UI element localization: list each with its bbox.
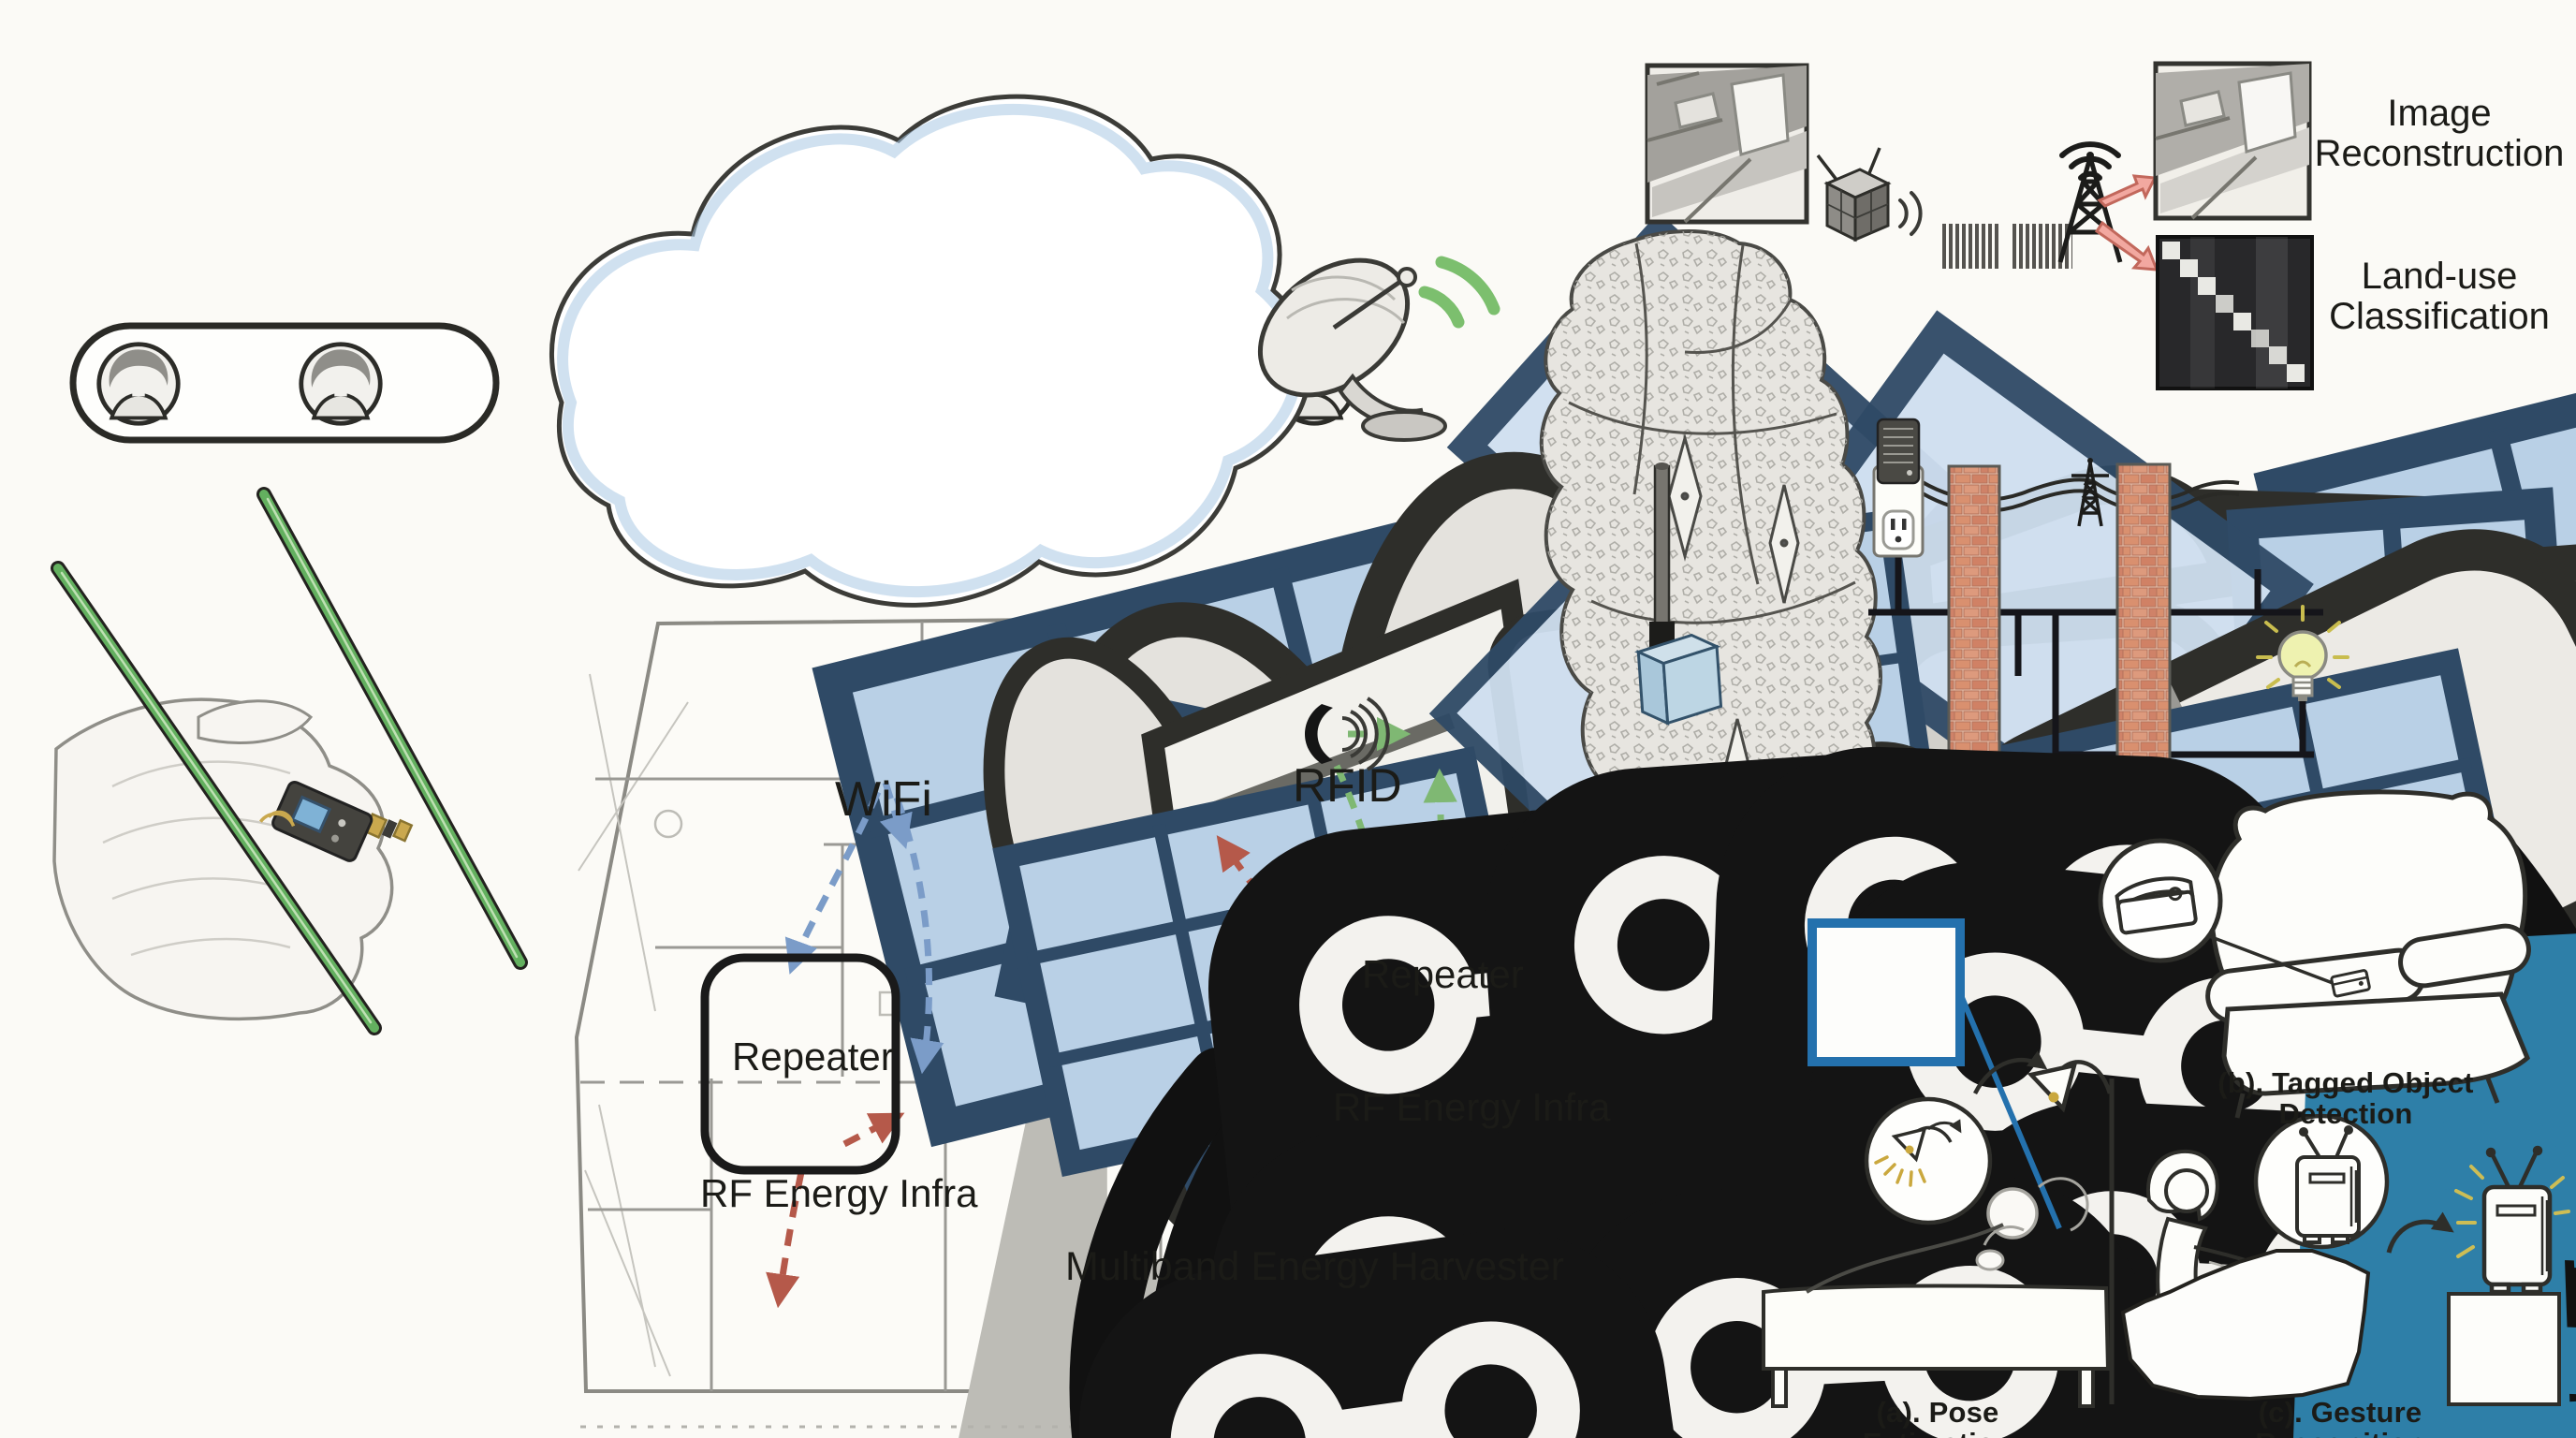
lamp-inset-circle bbox=[1864, 1096, 1993, 1225]
outlet-with-adapter bbox=[1872, 418, 1925, 558]
rfid-reader-icon bbox=[1305, 697, 1390, 771]
wallet-on-seat bbox=[2330, 969, 2371, 998]
rfid-label: RFID bbox=[1293, 759, 1402, 812]
power-bus-wires bbox=[1868, 554, 2323, 758]
landuse-line1: Land-use bbox=[2361, 256, 2518, 297]
dipole-rod bbox=[256, 487, 528, 970]
pose-estimation-scene bbox=[1762, 918, 2576, 1438]
sensor-pcb-device bbox=[258, 780, 414, 862]
tower-output-arrows bbox=[2094, 174, 2159, 271]
signal-burst-icon bbox=[1942, 224, 2072, 269]
radio-tower-icon bbox=[2057, 141, 2123, 263]
power-tower-icon bbox=[2071, 458, 2109, 527]
bed bbox=[1762, 1078, 2115, 1408]
image-reconstruction-line1: Image bbox=[2387, 93, 2492, 134]
lamp-motion-arrow bbox=[1972, 1050, 2048, 1095]
cubesat-icon bbox=[1816, 147, 1923, 242]
dipole-rod bbox=[51, 561, 382, 1035]
avatar bbox=[99, 345, 178, 423]
multiband-harvester-label: Multiband Energy Harvester bbox=[1065, 1244, 1564, 1289]
image-reconstruction-label: Image Reconstruction bbox=[2312, 93, 2567, 175]
floorplan-devices bbox=[700, 697, 2576, 1438]
gesture-recognition-scene bbox=[2120, 1113, 2570, 1406]
smart-mat bbox=[2120, 1249, 2371, 1401]
app-gesture-label: (c). Gesture Recognition bbox=[2255, 1396, 2424, 1438]
terrain-antenna bbox=[1634, 462, 1723, 726]
wallet-magnifier-inset bbox=[2098, 838, 2334, 985]
landuse-line2: Classification bbox=[2329, 296, 2550, 338]
terrain-fold-lines bbox=[1568, 242, 1856, 794]
tagged-object-scene bbox=[2098, 789, 2531, 1119]
controlled-tv bbox=[2447, 1145, 2570, 1406]
landuse-classification-label: Land-use Classification bbox=[2312, 256, 2567, 338]
ground-dish-icon bbox=[1257, 256, 1500, 442]
landuse-matrix-thumbnail bbox=[2156, 235, 2314, 390]
wifi-energy-links bbox=[784, 781, 944, 1075]
app-tagged-label: (b). Tagged Object Detection bbox=[2217, 1066, 2474, 1131]
hand-antenna-device bbox=[51, 487, 528, 1035]
control-arrow bbox=[2386, 1211, 2454, 1254]
image-reconstruction-thumbnail bbox=[2153, 61, 2312, 221]
tv-stand bbox=[2447, 1292, 2561, 1406]
repeater-box-left bbox=[700, 953, 2422, 1438]
wifi-label: WiFi bbox=[835, 772, 932, 827]
chair-arms-seat bbox=[2205, 923, 2531, 1119]
headboard-lamp bbox=[2027, 1060, 2113, 1113]
light-bulb-icon bbox=[2256, 605, 2349, 701]
rf-energy-infra-right-label: RF Energy Infra bbox=[1333, 1085, 1611, 1129]
hand-shading bbox=[102, 760, 291, 957]
floorplan-construction-lines bbox=[578, 673, 689, 1377]
terrain-sensor-node bbox=[1539, 229, 1882, 875]
avatar bbox=[301, 345, 380, 423]
remote-sensing-flow bbox=[1645, 61, 2314, 390]
repeater-right-label: Repeater bbox=[1362, 952, 1524, 996]
rf-energy-infra-left-label: RF Energy Infra bbox=[700, 1171, 978, 1215]
blanket bbox=[1805, 1223, 2004, 1294]
thumb bbox=[197, 699, 314, 744]
app-pose-label: (a). Pose Estimation bbox=[1863, 1396, 2012, 1438]
avatar-group-pill bbox=[69, 322, 1354, 444]
tag-array-pointer-line bbox=[1955, 987, 2062, 1230]
image-reconstruction-line2: Reconstruction bbox=[2314, 133, 2565, 175]
dish-signal-arcs bbox=[1418, 256, 1500, 329]
satellite-photo-thumbnail bbox=[1645, 63, 1809, 225]
tv-inset-circle bbox=[2253, 1113, 2390, 1250]
repeater-left-label: Repeater bbox=[732, 1034, 894, 1078]
